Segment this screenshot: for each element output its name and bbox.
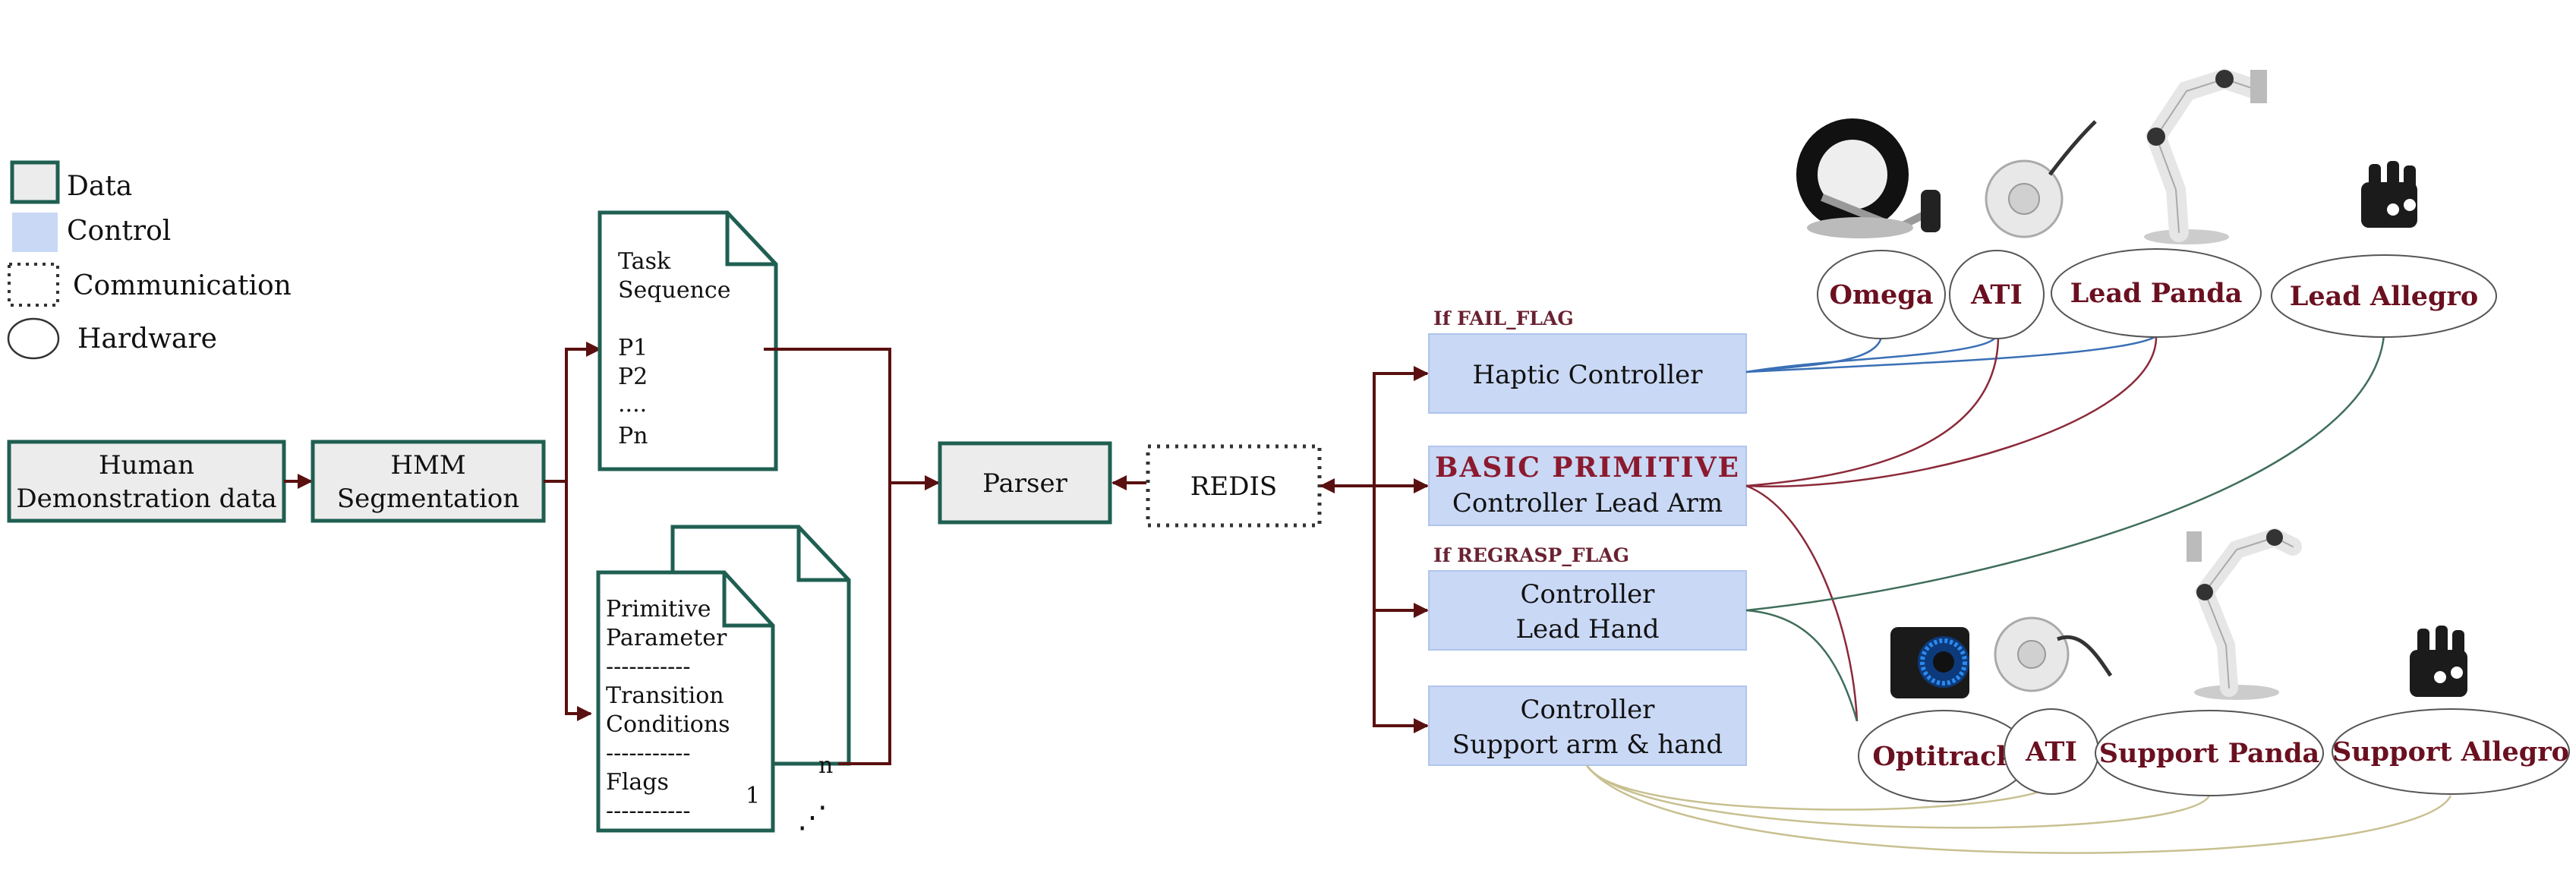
hardware-lead-allegro: Lead Allegro <box>2271 254 2497 338</box>
svg-text:Transition: Transition <box>606 682 724 709</box>
svg-text:Support Panda: Support Panda <box>2099 738 2319 769</box>
svg-text:Lead Panda: Lead Panda <box>2070 278 2243 309</box>
svg-text:Support arm & hand: Support arm & hand <box>1452 730 1723 760</box>
svg-text:Lead Allegro: Lead Allegro <box>2290 281 2479 312</box>
svg-text:P1: P1 <box>618 335 648 361</box>
controller-hardware-links <box>1585 335 2452 854</box>
hmm-segmentation-node: HMM Segmentation <box>311 440 546 523</box>
svg-text:Sequence: Sequence <box>618 277 730 304</box>
svg-text:Human: Human <box>99 450 194 481</box>
hardware-ati-bottom: ATI <box>2004 708 2099 795</box>
basic-primitive-label: BASIC PRIMITIVE <box>1435 452 1740 484</box>
support-controller: Controller Support arm & hand <box>1428 686 1747 766</box>
svg-text:Omega: Omega <box>1830 279 1934 310</box>
lead-panda-image <box>2144 68 2267 244</box>
svg-text:Demonstration data: Demonstration data <box>16 484 276 514</box>
primitive-doc-index-n: n <box>818 752 833 779</box>
svg-text:Lead Hand: Lead Hand <box>1515 614 1659 645</box>
svg-text:Conditions: Conditions <box>606 711 730 738</box>
svg-text:P2: P2 <box>618 364 648 390</box>
legend: Data Control Communication Hardware <box>7 160 292 360</box>
arrow-hmm-to-primitive <box>565 481 592 721</box>
svg-text:Segmentation: Segmentation <box>337 484 519 514</box>
haptic-controller: Haptic Controller <box>1428 333 1747 414</box>
legend-communication-label: Communication <box>73 270 292 301</box>
hardware-support-panda: Support Panda <box>2095 710 2324 796</box>
task-sequence-document: Task Sequence P1 P2 .... Pn <box>597 210 778 471</box>
arrow-task-to-parser <box>764 348 940 490</box>
svg-text:Support Allegro: Support Allegro <box>2332 736 2569 767</box>
parser-node: Parser <box>938 441 1112 525</box>
lead-allegro-image <box>2361 161 2417 228</box>
hardware-lead-panda: Lead Panda <box>2051 248 2262 338</box>
legend-hardware-label: Hardware <box>77 323 217 355</box>
primitive-parameter-documents: n Primitive Parameter ----------- Transi… <box>596 525 851 835</box>
hardware-optitrack: Optitrack <box>1858 710 2029 802</box>
support-panda-image <box>2187 528 2302 700</box>
svg-text:Controller Lead Arm: Controller Lead Arm <box>1452 488 1723 518</box>
omega-device-image <box>1796 118 1941 238</box>
lead-arm-controller: BASIC PRIMITIVE Controller Lead Arm <box>1428 446 1747 526</box>
legend-control-swatch <box>12 213 58 252</box>
svg-text:ATI: ATI <box>2025 736 2077 767</box>
optitrack-image <box>1890 627 1969 698</box>
primitive-doc-index-1: 1 <box>746 783 760 809</box>
regrasp-flag-label: If REGRASP_FLAG <box>1433 544 1629 566</box>
legend-hardware-swatch <box>7 317 60 360</box>
hardware-ati-top: ATI <box>1949 250 2045 339</box>
redis-node: REDIS <box>1146 444 1322 528</box>
legend-data-swatch <box>10 160 60 204</box>
svg-text:Controller: Controller <box>1521 695 1656 725</box>
svg-text:Parser: Parser <box>982 468 1067 499</box>
human-demonstration-node: Human Demonstration data <box>7 440 286 523</box>
arrow-bus-to-haptic <box>1373 366 1429 727</box>
svg-text:ATI: ATI <box>1970 279 2023 310</box>
svg-text:Task: Task <box>618 248 671 275</box>
legend-control-label: Control <box>67 216 171 247</box>
svg-text:-----------: ----------- <box>606 798 691 824</box>
svg-text:Optitrack: Optitrack <box>1872 741 2015 772</box>
svg-text:Primitive: Primitive <box>606 596 711 623</box>
ati-sensor-image-top <box>1985 120 2097 238</box>
svg-text:-----------: ----------- <box>606 740 691 767</box>
svg-text:Pn: Pn <box>618 423 648 449</box>
arrow-hmm-fork <box>544 342 601 483</box>
svg-text:Controller: Controller <box>1521 579 1656 610</box>
svg-text:-----------: ----------- <box>606 654 691 680</box>
arrow-primitive-to-parser <box>838 483 891 765</box>
svg-text:REDIS: REDIS <box>1190 471 1277 502</box>
svg-text:Parameter: Parameter <box>606 625 727 651</box>
lead-hand-controller: Controller Lead Hand <box>1428 570 1747 651</box>
svg-text:....: .... <box>618 391 647 418</box>
svg-text:HMM: HMM <box>390 450 465 481</box>
ati-sensor-image-bottom <box>1994 616 2113 692</box>
hardware-omega: Omega <box>1817 250 1946 339</box>
svg-text:Haptic Controller: Haptic Controller <box>1473 360 1704 390</box>
support-allegro-image <box>2410 626 2467 697</box>
hardware-support-allegro: Support Allegro <box>2332 708 2570 795</box>
legend-data-label: Data <box>67 171 132 202</box>
fail-flag-label: If FAIL_FLAG <box>1433 307 1574 329</box>
legend-communication-swatch <box>8 263 59 307</box>
primitive-doc-ellipsis: ⋰ <box>797 800 828 835</box>
svg-text:Flags: Flags <box>606 769 669 796</box>
